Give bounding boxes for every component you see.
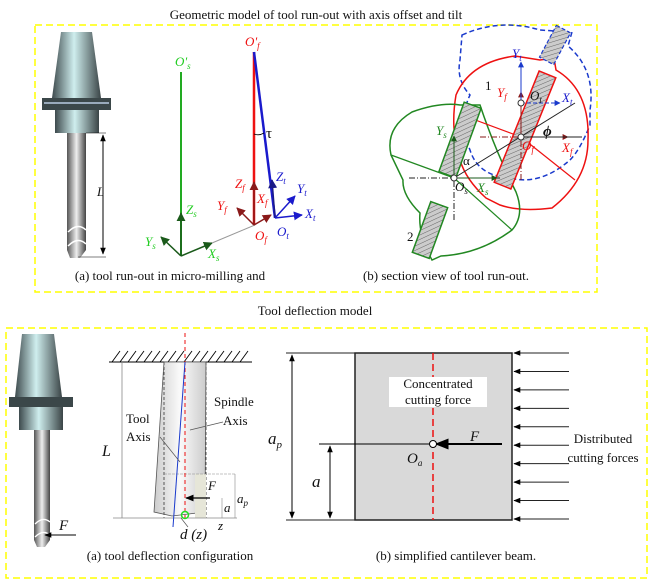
label-L-2: L [101, 443, 111, 460]
point-oa [429, 440, 437, 448]
label-concentrated-1: Concentrated [403, 376, 473, 391]
spindle-blade-1 [437, 101, 483, 179]
section-label-xf: Xf [561, 140, 574, 157]
label-concentrated-2: cutting force [405, 392, 471, 407]
label-part-1: 1 [485, 78, 492, 93]
label-zs: Zs [186, 202, 197, 219]
tool-blade [538, 24, 572, 66]
label-a: a [224, 500, 231, 515]
label-ap: ap [237, 491, 249, 508]
tool-holder-image-2 [9, 334, 73, 547]
cantilever-beam [286, 352, 513, 521]
section-view [389, 24, 592, 261]
caption-top-b: (b) section view of tool run-out. [363, 268, 529, 283]
label-f-left: F [58, 518, 69, 534]
deflection-configuration [109, 333, 252, 528]
section-label-xt: Xt [561, 90, 573, 107]
label-tau: τ [266, 126, 272, 142]
caption-bottom-b: (b) simplified cantilever beam. [376, 548, 536, 563]
label-spindle-axis-1: Spindle [214, 394, 254, 409]
distributed-force-arrows [513, 350, 569, 522]
label-xs: Xs [207, 246, 220, 263]
caption-bottom-a: (a) tool deflection configuration [87, 548, 254, 563]
section-label-of: Of [522, 138, 535, 155]
label-xt: Xt [304, 206, 316, 223]
fixture-coordinate-system [236, 52, 272, 226]
label-of: Of [255, 228, 268, 245]
bottom-frame [5, 327, 648, 579]
caption-top-a: (a) tool run-out in micro-milling and [75, 268, 266, 283]
deflection-point [180, 510, 190, 520]
tool-holder-image [42, 32, 111, 258]
section-label-os: Os [455, 179, 468, 196]
label-tool-axis-2: Axis [126, 429, 151, 444]
label-ot: Ot [277, 224, 289, 241]
label-spindle-axis-2: Axis [223, 413, 248, 428]
label-L: L [96, 184, 104, 199]
spindle-blade-2 [411, 200, 449, 260]
spindle-coordinate-system [160, 72, 256, 257]
top-title: Geometric model of tool run-out with axi… [170, 7, 463, 22]
label-zf: Zf [235, 176, 246, 193]
tool-axis-line [172, 361, 186, 528]
fixture-blade [493, 70, 557, 190]
tau-angle-arc [253, 132, 265, 136]
label-os-prime: O's [175, 54, 191, 71]
label-yf: Yf [217, 198, 228, 215]
label-beam-ap: ap [268, 429, 283, 451]
tool-outline-dashed [458, 24, 592, 181]
label-xf: Xf [256, 191, 269, 208]
label-f: F [207, 478, 217, 493]
label-part-2: 2 [407, 229, 414, 244]
label-zt: Zt [276, 169, 286, 186]
label-beam-oa: Oa [407, 451, 423, 468]
label-beam-f: F [469, 429, 480, 445]
label-phi: ϕ [543, 124, 552, 140]
section-label-xs: Xs [476, 180, 489, 197]
label-distributed-2: cutting forces [567, 450, 638, 465]
section-label-ys: Ys [436, 123, 447, 140]
bottom-title: Tool deflection model [258, 303, 373, 318]
label-tool-axis-1: Tool [126, 411, 150, 426]
label-ys: Ys [145, 234, 156, 251]
spindle-outline [389, 103, 521, 261]
tool-coordinate-system [252, 51, 303, 221]
label-alpha: α [463, 153, 470, 168]
section-label-yf: Yf [497, 85, 508, 102]
label-z: z [217, 518, 223, 533]
label-distributed-1: Distributed [574, 431, 633, 446]
label-beam-a: a [312, 472, 321, 491]
label-dz: d (z) [180, 527, 207, 543]
label-of-prime: O'f [245, 34, 261, 51]
top-frame [34, 24, 598, 293]
label-yt: Yt [297, 181, 307, 198]
section-label-yt: Yt [512, 46, 522, 63]
section-label-ot: Ot [530, 88, 542, 105]
